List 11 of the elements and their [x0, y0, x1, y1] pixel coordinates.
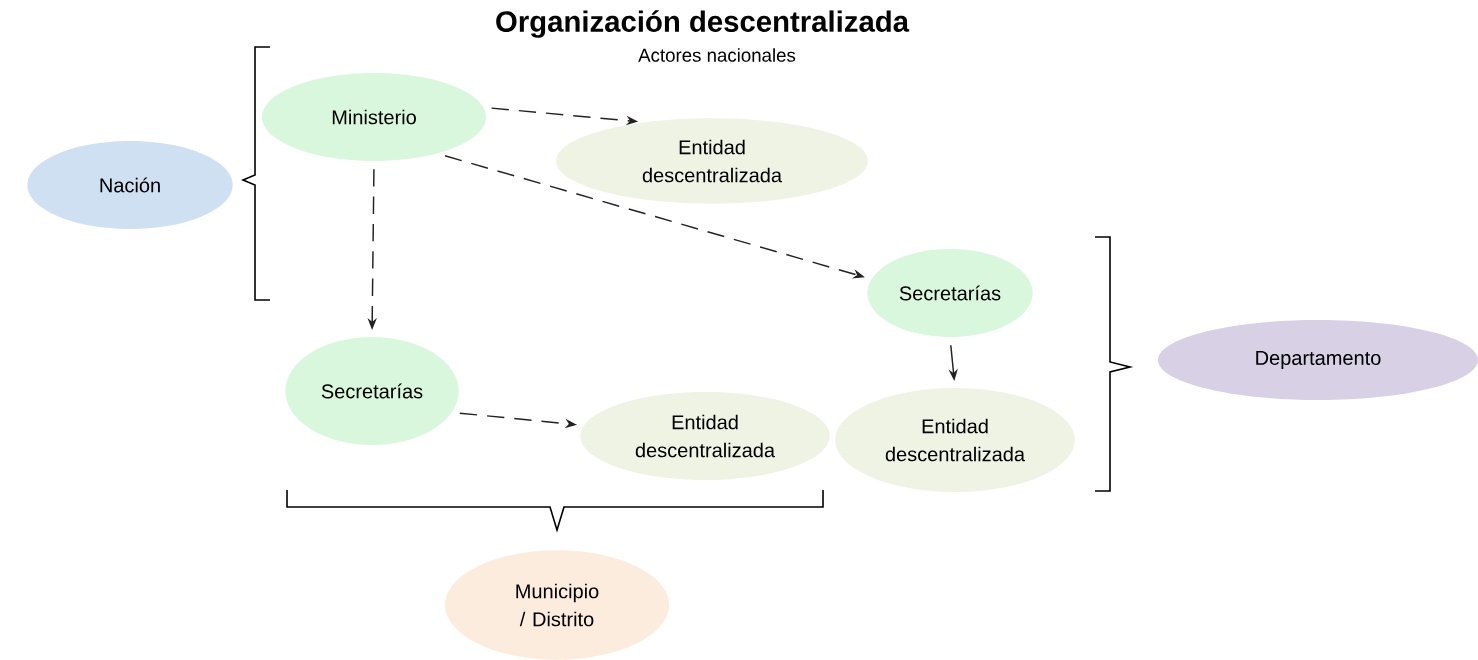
ellipse-node: Entidad descentralizada — [556, 118, 868, 204]
ellipse-node: Secretarías — [285, 337, 459, 445]
ellipse-node: Ministerio — [262, 73, 486, 161]
ellipse-node: Departamento — [1158, 320, 1478, 400]
title: Organización descentralizada — [496, 10, 910, 38]
ellipse-node: Entidad descentralizada — [835, 388, 1075, 492]
ellipse-node: Entidad descentralizada — [580, 392, 830, 480]
ellipse-node: Secretarías — [867, 249, 1033, 337]
heading-label: Actores nacionales — [638, 48, 796, 62]
ellipse-node: Nación — [27, 141, 233, 229]
ellipse-node: Municipio / Distrito — [445, 550, 669, 660]
